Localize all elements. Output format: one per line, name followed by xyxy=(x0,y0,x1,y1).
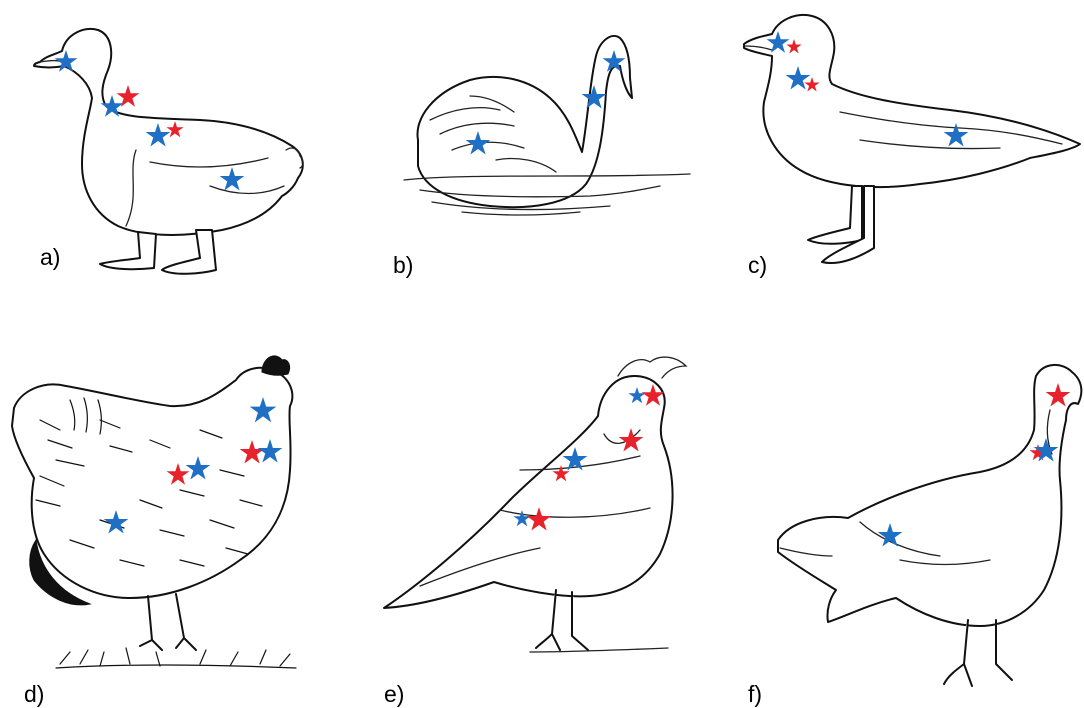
turkey-drawing xyxy=(778,365,1081,686)
panel-label-b: b) xyxy=(393,254,413,277)
panel-label-c: c) xyxy=(748,254,767,277)
panel-label-d: d) xyxy=(24,683,44,706)
hen-drawing xyxy=(12,356,296,668)
swan-drawing xyxy=(404,36,690,215)
gull-drawing xyxy=(744,15,1080,263)
panel-label-f: f) xyxy=(748,683,762,706)
duck-drawing xyxy=(34,29,303,274)
panel-label-a: a) xyxy=(40,246,60,269)
panel-label-e: e) xyxy=(384,683,404,706)
